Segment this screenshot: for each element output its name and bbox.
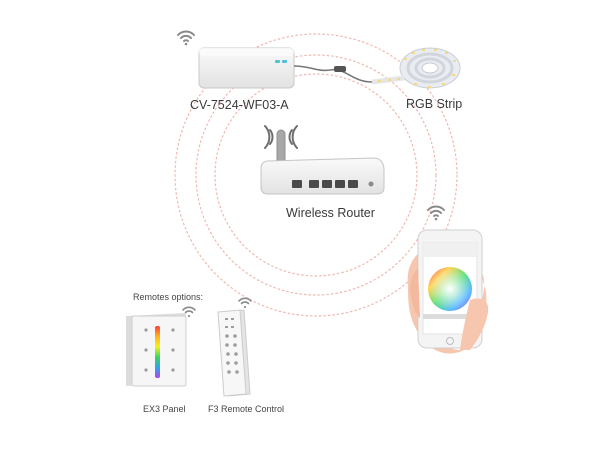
ethernet-port-icon — [292, 180, 358, 188]
cable-connector — [334, 66, 346, 72]
remotes-heading: Remotes options: — [133, 292, 203, 302]
router-device — [261, 126, 384, 194]
ex3-panel-device — [126, 313, 186, 386]
controller-label: CV-7524-WF03-A — [190, 98, 289, 112]
wifi-icon — [239, 298, 251, 308]
rgb-strip-reel — [372, 48, 460, 88]
rgb-strip-label: RGB Strip — [406, 97, 462, 111]
color-wheel-icon — [428, 267, 472, 311]
f3-remote-device — [218, 310, 250, 396]
smartphone-in-hand — [408, 230, 489, 354]
remote-label: F3 Remote Control — [208, 404, 284, 414]
wifi-icon — [428, 207, 444, 221]
router-label: Wireless Router — [286, 206, 375, 220]
panel-label: EX3 Panel — [143, 404, 186, 414]
wifi-icon — [178, 32, 194, 46]
